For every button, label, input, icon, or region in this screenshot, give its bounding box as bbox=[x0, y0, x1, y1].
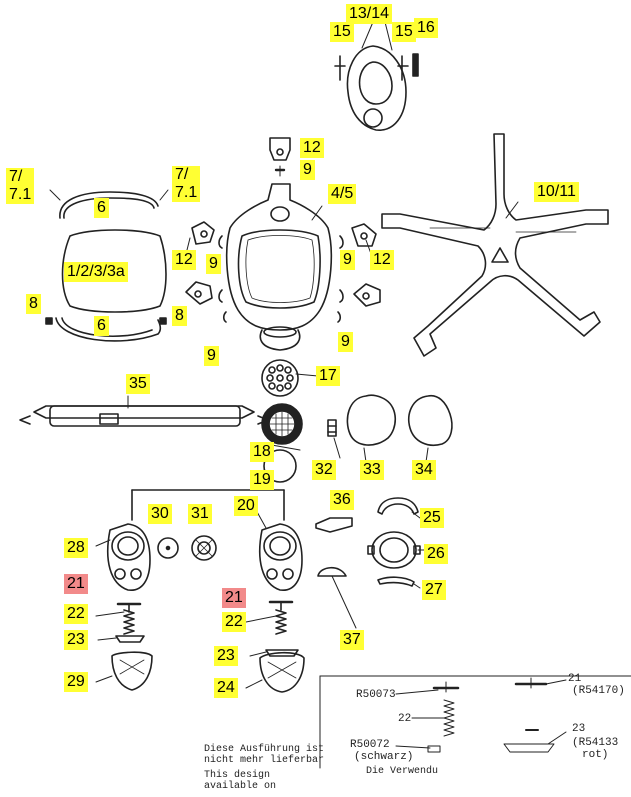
valve-disc-21-right bbox=[268, 600, 294, 611]
half-disc-37 bbox=[317, 566, 357, 629]
label-37: 37 bbox=[340, 630, 364, 650]
ring-19 bbox=[263, 449, 297, 483]
label-9-bottom-left: 9 bbox=[204, 346, 219, 366]
lens bbox=[61, 229, 167, 313]
inset-r50072: R50072 bbox=[350, 739, 390, 751]
label-33: 33 bbox=[360, 460, 384, 480]
label-9-left: 9 bbox=[206, 254, 221, 274]
label-34: 34 bbox=[412, 460, 436, 480]
label-12-left: 12 bbox=[172, 250, 196, 270]
label-23-left: 23 bbox=[64, 630, 88, 650]
ring-26 bbox=[367, 531, 421, 569]
mask-body bbox=[225, 183, 333, 351]
head-harness bbox=[381, 133, 609, 357]
cover-29 bbox=[111, 651, 153, 691]
label-1-2-3-3a: 1/2/3/3a bbox=[64, 262, 128, 282]
leader-lines bbox=[95, 201, 519, 689]
label-24: 24 bbox=[214, 678, 238, 698]
bracket bbox=[131, 489, 285, 521]
label-12-top: 12 bbox=[300, 138, 324, 158]
label-21-left: 21 bbox=[64, 574, 88, 594]
clip-15-b bbox=[397, 55, 409, 81]
label-31: 31 bbox=[188, 504, 212, 524]
inset-box bbox=[319, 675, 631, 769]
label-8-right: 8 bbox=[172, 306, 187, 326]
label-16: 16 bbox=[414, 18, 438, 38]
label-21-right: 21 bbox=[222, 588, 246, 608]
label-8-left: 8 bbox=[26, 294, 41, 314]
label-32: 32 bbox=[312, 460, 336, 480]
connector-20 bbox=[258, 523, 303, 591]
label-28: 28 bbox=[64, 538, 88, 558]
label-35: 35 bbox=[126, 374, 150, 394]
label-25: 25 bbox=[420, 508, 444, 528]
mesh-filter bbox=[261, 403, 303, 445]
spring-right bbox=[275, 609, 287, 635]
label-23-right: 23 bbox=[214, 646, 238, 666]
side-valve-right-top bbox=[351, 223, 377, 247]
gasket-33 bbox=[346, 394, 397, 446]
strap-top-left bbox=[49, 189, 169, 219]
inset-cut-text: Die Verwendu bbox=[366, 766, 439, 777]
label-15-left: 15 bbox=[330, 22, 354, 42]
inset-r50073: R50073 bbox=[356, 689, 396, 701]
side-valve-left-bottom bbox=[185, 281, 213, 305]
flat-clip-36 bbox=[315, 517, 353, 533]
disc-31 bbox=[191, 535, 217, 561]
inset-rot: rot) bbox=[582, 749, 609, 761]
footnote-de-2: nicht mehr lieferbar bbox=[204, 755, 325, 766]
filter-disc bbox=[261, 359, 299, 397]
label-13-14: 13/14 bbox=[346, 4, 393, 24]
cover-24 bbox=[259, 651, 305, 693]
clip-9-left bbox=[218, 235, 227, 323]
label-20: 20 bbox=[234, 496, 258, 516]
valve-12-top bbox=[269, 137, 291, 177]
side-valve-right-bottom bbox=[353, 283, 381, 307]
small-clip bbox=[327, 419, 337, 437]
side-valve-left-top bbox=[191, 221, 215, 245]
inset-23: 23 bbox=[572, 723, 586, 735]
label-6-bottom: 6 bbox=[94, 316, 109, 336]
clip-15 bbox=[334, 55, 346, 81]
carrying-strap bbox=[19, 405, 269, 427]
label-30: 30 bbox=[148, 504, 172, 524]
inset-r54170: (R54170) bbox=[572, 685, 625, 697]
label-29: 29 bbox=[64, 672, 88, 692]
label-36: 36 bbox=[330, 490, 354, 510]
inset-r54133: (R54133 bbox=[572, 737, 619, 749]
strip-27 bbox=[377, 576, 415, 587]
inset-22: 22 bbox=[398, 713, 412, 725]
footnote-de-1: Diese Ausführung ist bbox=[204, 744, 325, 755]
label-22-right: 22 bbox=[222, 612, 246, 632]
clip-9-right bbox=[337, 235, 344, 323]
label-6-top: 6 bbox=[94, 198, 109, 218]
label-9-bottom-right: 9 bbox=[338, 332, 353, 352]
inset-21: 21 bbox=[568, 673, 582, 685]
label-26: 26 bbox=[424, 544, 448, 564]
label-4-5: 4/5 bbox=[328, 184, 357, 204]
label-7-7-1-right: 7/ 7.1 bbox=[172, 166, 201, 202]
disc-30 bbox=[157, 537, 179, 559]
label-17: 17 bbox=[316, 366, 340, 386]
label-7-7-1-left: 7/ 7.1 bbox=[6, 168, 35, 204]
gasket-34 bbox=[408, 394, 453, 446]
label-15-right: 15 bbox=[392, 22, 416, 42]
inset-schwarz: (schwarz) bbox=[354, 751, 414, 763]
label-18: 18 bbox=[250, 442, 274, 462]
connector-28 bbox=[106, 523, 151, 591]
footnote-en-1: This design bbox=[204, 770, 271, 781]
footnote-en-2: available on bbox=[204, 781, 277, 792]
label-9-right: 9 bbox=[340, 250, 355, 270]
label-19: 19 bbox=[250, 470, 274, 490]
label-10-11: 10/11 bbox=[534, 182, 579, 202]
spring-left bbox=[123, 609, 135, 635]
label-9-top: 9 bbox=[300, 160, 315, 180]
label-22-left: 22 bbox=[64, 604, 88, 624]
label-12-right: 12 bbox=[370, 250, 394, 270]
label-27: 27 bbox=[422, 580, 446, 600]
seat-left bbox=[115, 635, 145, 643]
clip-16 bbox=[412, 53, 419, 77]
